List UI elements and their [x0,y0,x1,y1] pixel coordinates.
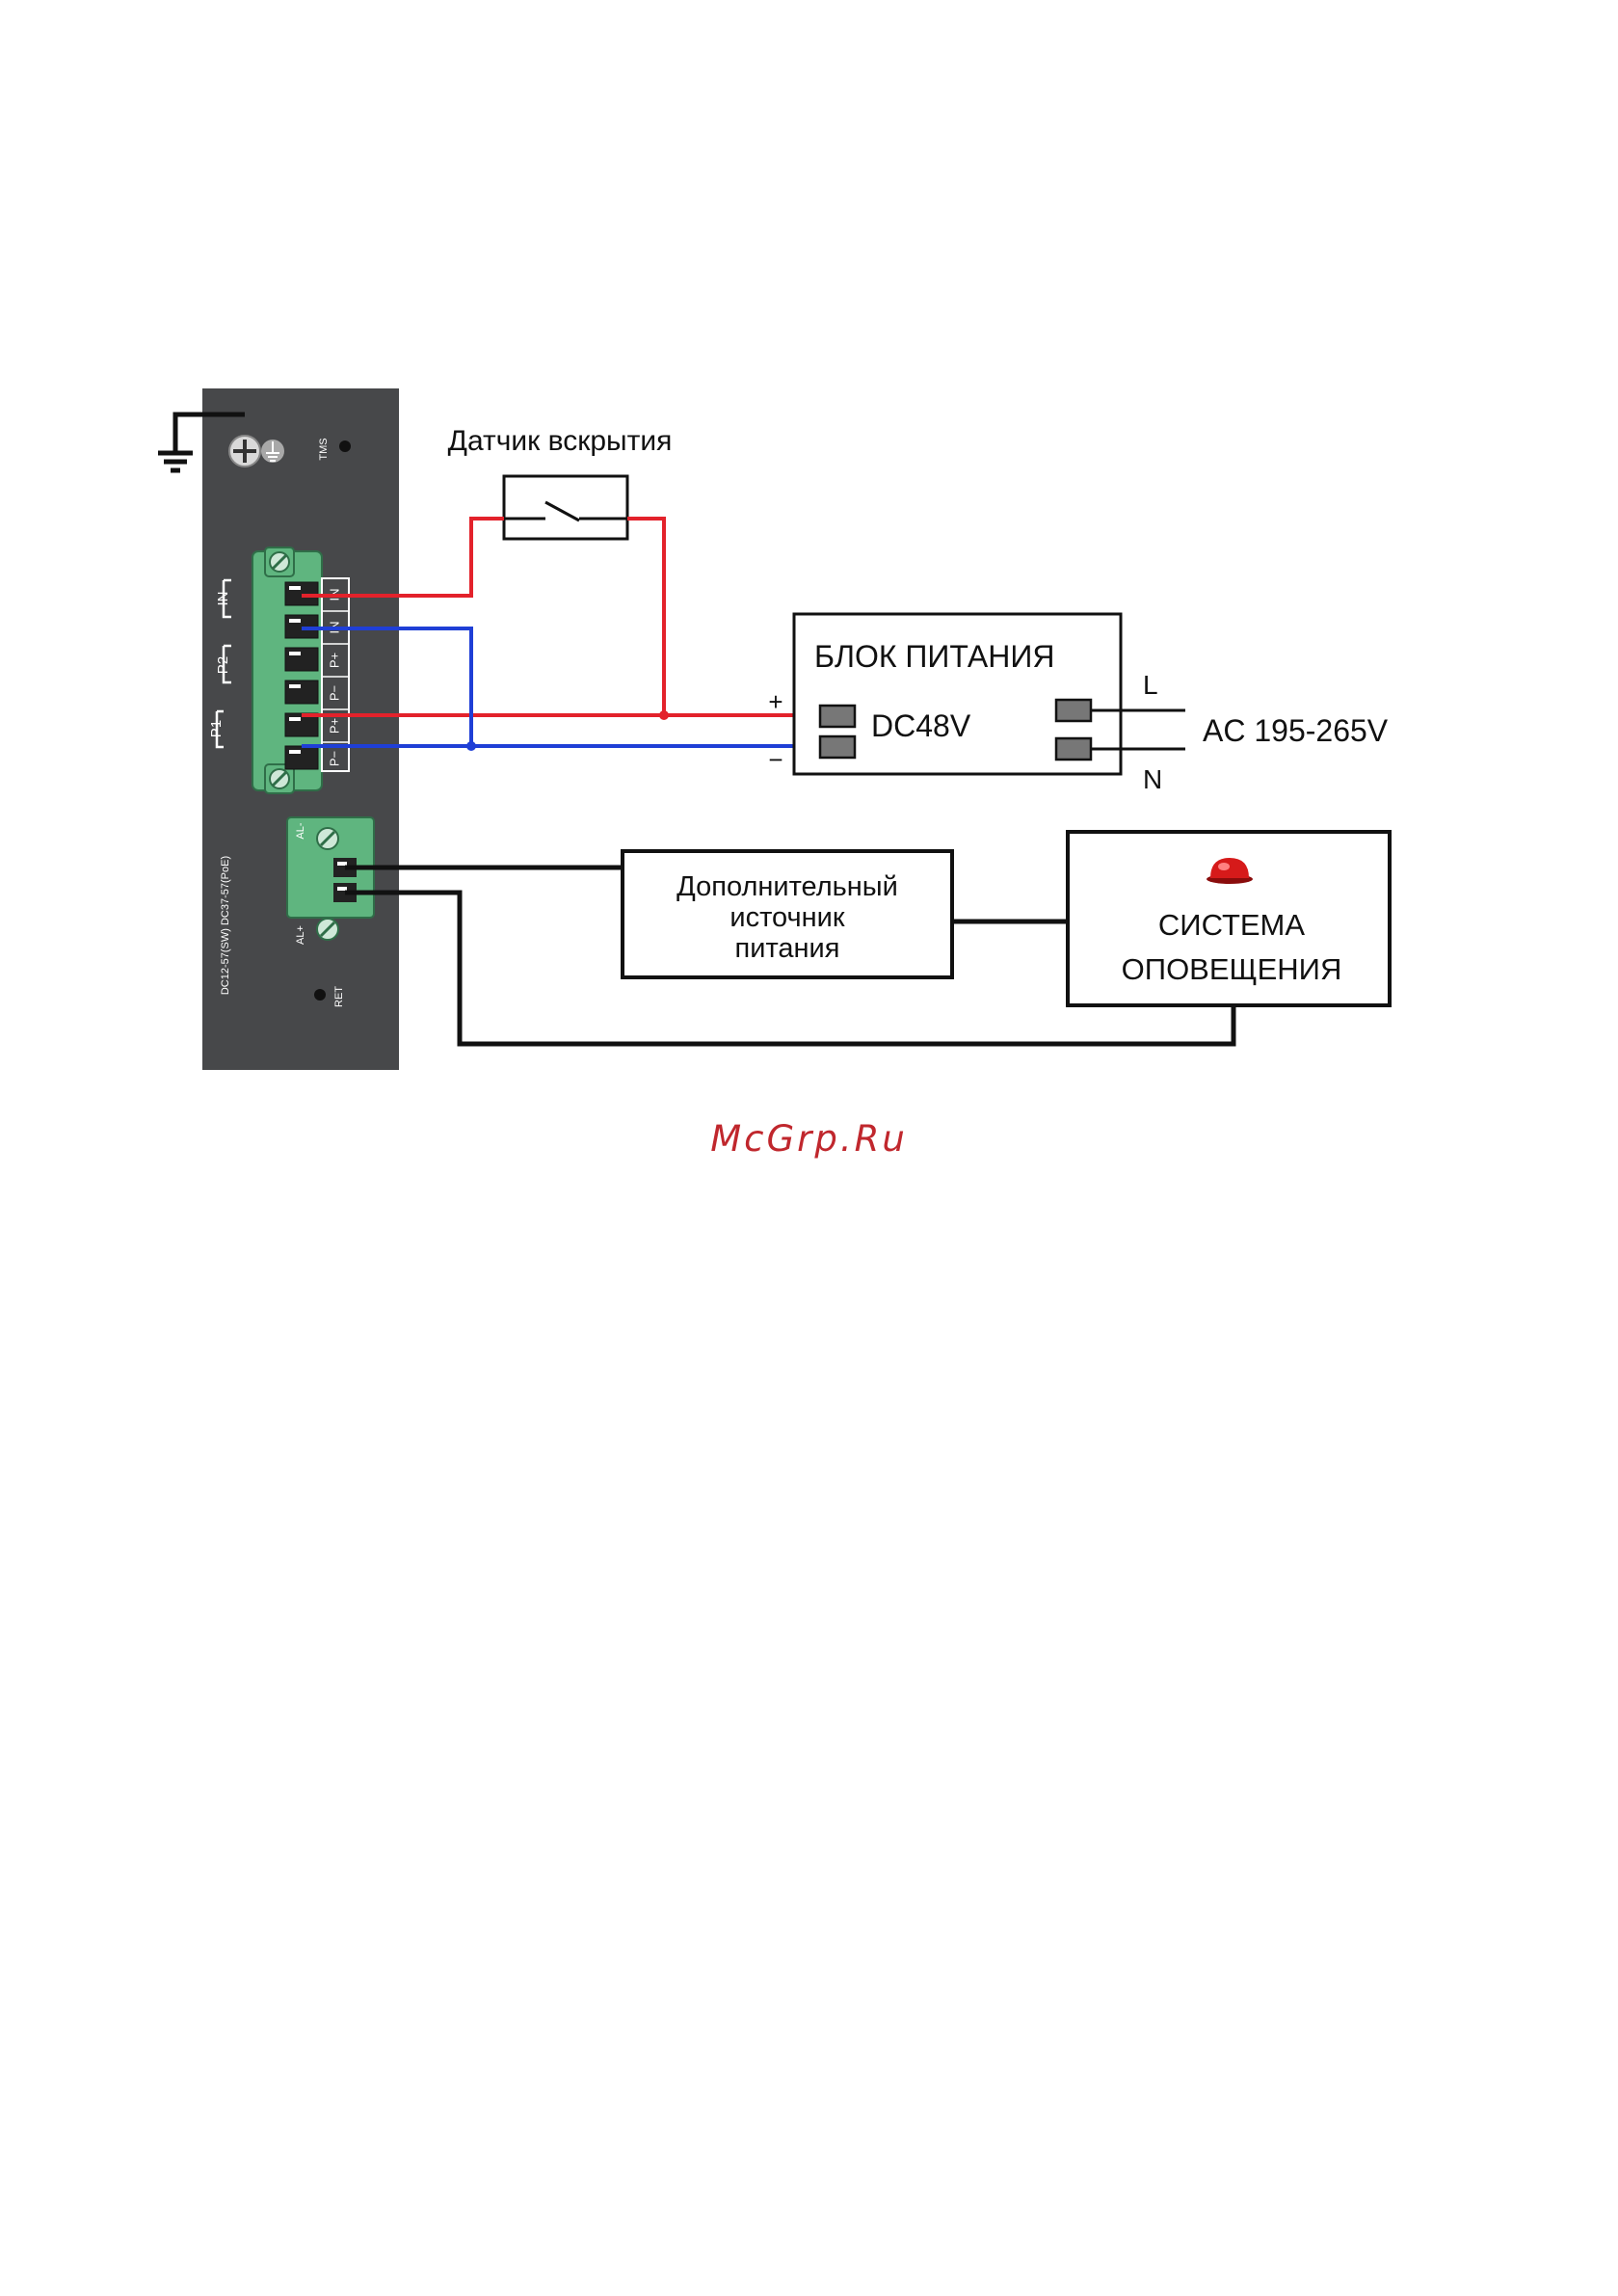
port-in-label: IN [215,592,231,606]
minus-label: − [768,745,782,774]
l-label: L [1143,670,1158,700]
psu-title: БЛОК ПИТАНИЯ [814,639,1054,674]
alarm-system-line1: СИСТЕМА [1158,908,1305,942]
pin-label: P+ [327,718,341,734]
al-plus-label: AL+ [295,925,306,945]
wire-junction [466,741,476,751]
voltage-label: DC12-57(SW) DC37-57(PoE) [220,856,231,995]
wire-junction [659,710,669,720]
pin-label: P+ [327,653,341,668]
tms-led [339,441,351,452]
pin-label: P− [327,685,341,701]
aux-power-line2: источник [729,902,844,933]
ac-label: AC 195-265V [1203,713,1389,748]
tms-label: TMS [318,438,330,460]
aux-power-line1: Дополнительный [676,871,898,902]
alarm-system-line2: ОПОВЕЩЕНИЯ [1122,952,1342,986]
ret-led [314,989,326,1001]
n-label: N [1143,764,1162,794]
al-minus-label: AL- [295,822,306,839]
power-terminal-block [252,547,322,793]
sensor-label: Датчик вскрытия [448,425,673,457]
ground-screw-icon [229,436,284,467]
port-p2-label: P2 [215,656,231,674]
plus-label: + [768,687,782,716]
aux-power-line3: питания [735,933,840,964]
watermark: McGrp.Ru [0,1118,1618,1160]
power-supply-box [794,614,1121,774]
port-p1-label: P1 [208,720,225,737]
device-panel: TMS [202,388,399,1070]
pin-label: P− [327,751,341,766]
dc-label: DC48V [871,708,971,743]
ret-label: RET [333,986,345,1007]
tamper-switch-icon [504,476,627,539]
